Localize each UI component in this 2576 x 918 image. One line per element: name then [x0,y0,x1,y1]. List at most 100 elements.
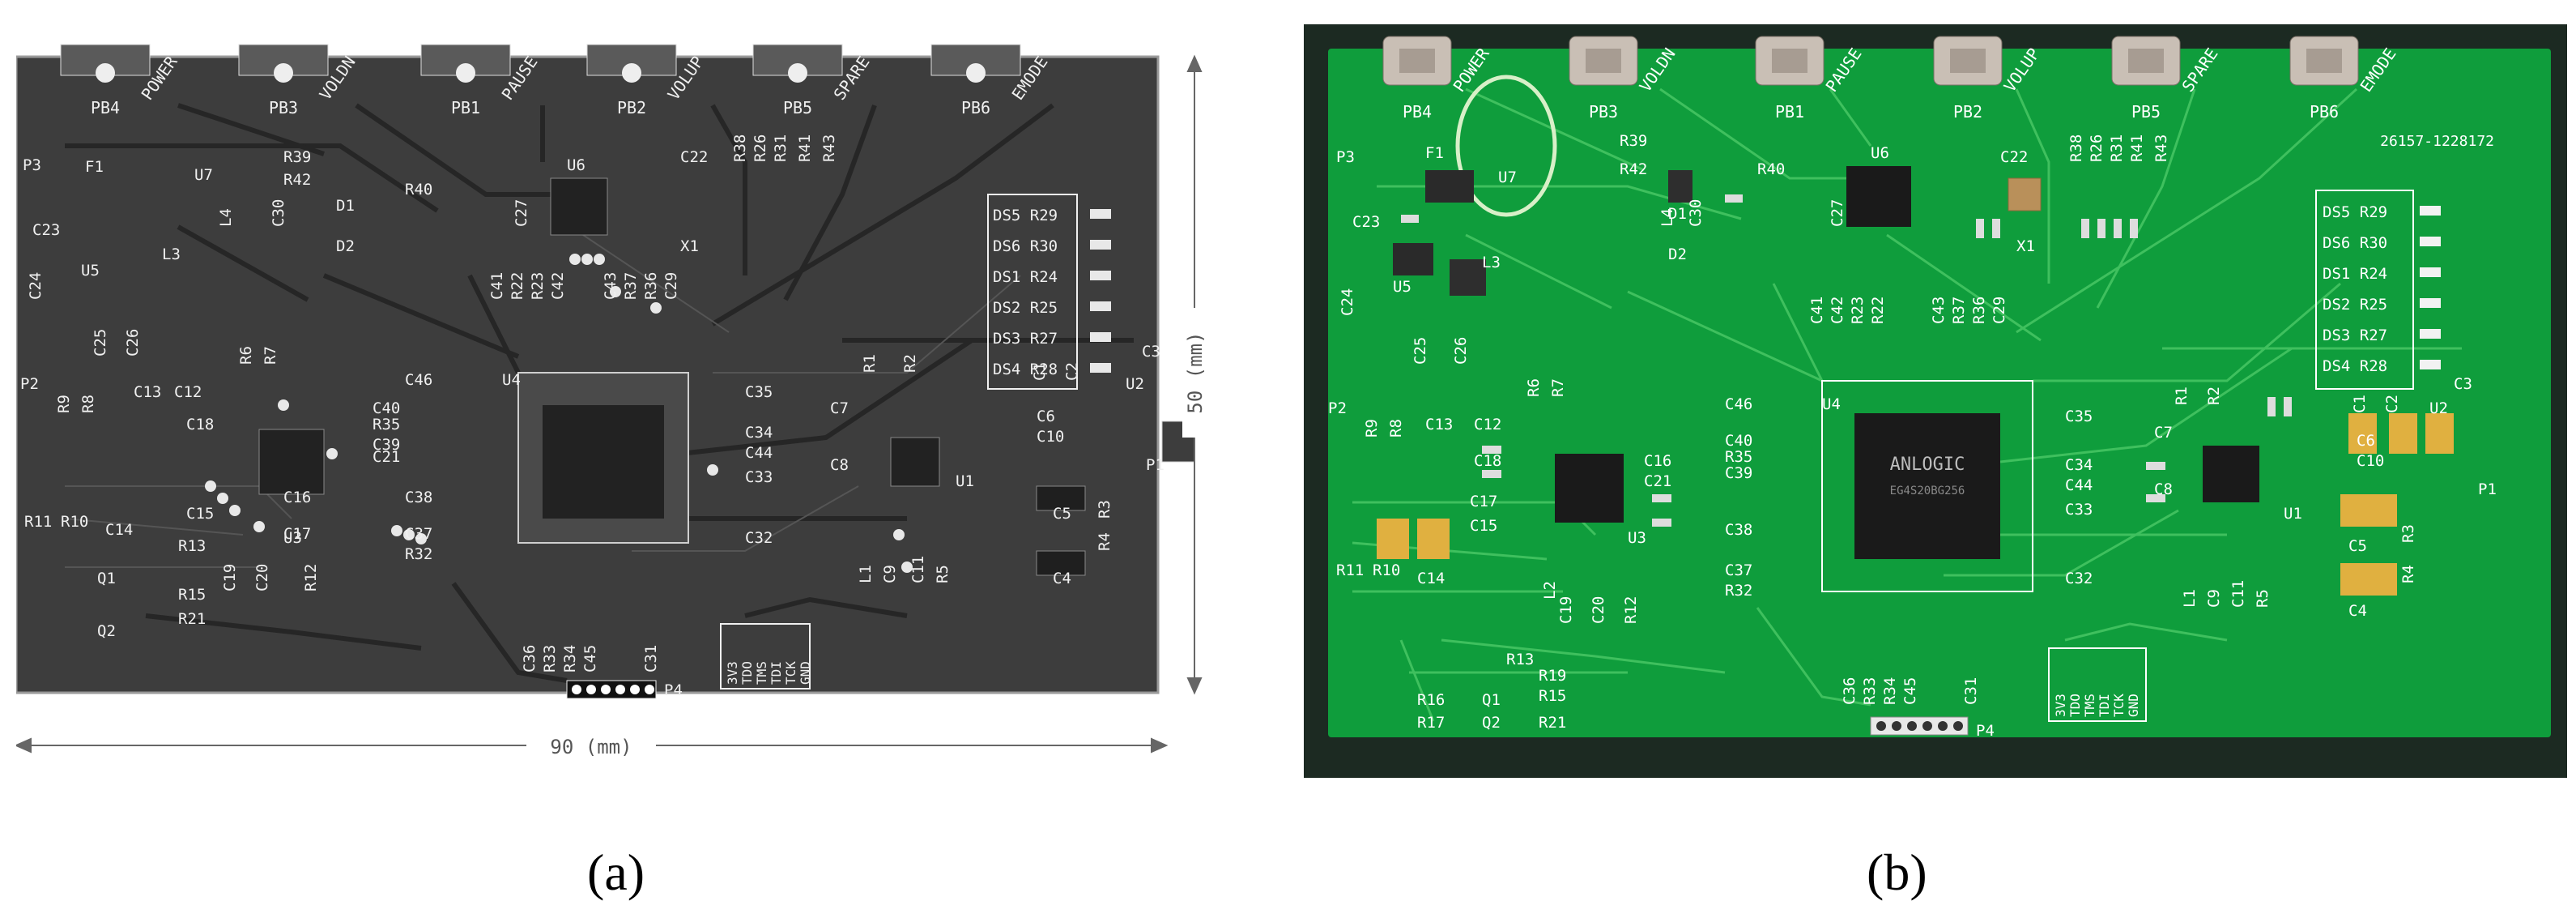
width-dim-bg [526,734,656,758]
refdes-label: C31 [642,645,660,672]
refdes-label: R13 [1506,651,1534,668]
refdes-label: C17 [283,525,311,543]
render-u3-chip [258,429,325,495]
refdes-label: R11 [1336,561,1364,579]
refdes-label: C34 [745,424,773,442]
refdes-label: C43 [1930,297,1948,324]
refdes-label: R5 [934,565,952,583]
led-label: DS1 R24 [993,268,1058,286]
refdes-label: C38 [1725,521,1752,539]
refdes-label: C23 [32,221,60,239]
refdes-label: R40 [1757,160,1785,178]
refdes-label: R9 [1363,419,1381,438]
refdes-label: C7 [830,399,849,417]
refdes-label: C29 [1991,297,2008,324]
refdes-label: C23 [1352,213,1380,231]
refdes-label: C39 [1725,464,1752,482]
refdes-label: C12 [1474,416,1501,433]
refdes-label: R38 [2067,134,2085,162]
refdes-label: U4 [502,371,521,389]
refdes-label: L4 [1658,208,1676,227]
led-pad [1090,209,1111,219]
photo-tantalum-caps [1377,413,2454,596]
refdes-label: C13 [1425,416,1453,433]
refdes-label: C35 [2065,408,2093,425]
fpga-part: EG4S20BG256 [1890,485,1965,497]
refdes-label: C33 [745,468,773,486]
refdes-label: R33 [541,645,559,672]
pcb-board-green [1328,49,2551,737]
refdes-label: C1 [2351,395,2369,413]
refdes-label: C45 [581,645,599,672]
photo-button-cap [2306,49,2342,73]
refdes-label: P3 [1336,148,1355,166]
refdes-label: R26 [2088,134,2106,162]
refdes-label: R17 [1417,714,1445,732]
led-pad [2420,298,2441,308]
refdes-label: P4 [664,681,683,699]
refdes-label: R26 [752,134,769,162]
jtag-pin-label: TDI [2097,694,2112,717]
refdes-label: R4 [1096,532,1113,551]
refdes-label: C16 [1644,452,1671,470]
render-fpga-die [543,405,664,519]
rework-wire [1455,75,1557,217]
refdes-label: R6 [1525,378,1543,397]
led-pad [1090,271,1111,280]
refdes-label: C38 [405,489,432,506]
jtag-pin-label: GND [798,661,813,685]
refdes-label: R42 [283,171,311,189]
refdes-label: R33 [1861,677,1879,705]
refdes-label: R6 [237,346,255,365]
refdes-label: C9 [2205,589,2223,608]
photo-button-ref: PB2 [1953,102,1982,122]
jtag-pin-label: 3V3 [725,661,740,685]
refdes-label: R2 [901,354,919,373]
render-u6-chip [550,177,608,236]
photo-traces [1352,88,2462,722]
refdes-label: U4 [1822,395,1841,413]
led-label: DS3 R27 [993,330,1058,348]
refdes-label: R23 [529,272,547,300]
led-label: DS5 R29 [2323,203,2387,221]
photo-smd-parts [1401,194,2292,527]
jtag-pin-label: TMS [2082,694,2097,717]
refdes-label: C16 [283,489,311,506]
photo-button-ref: PB3 [1589,102,1618,122]
refdes-label: C32 [745,529,773,547]
render-jtag-box [720,623,811,690]
refdes-label: R12 [302,564,320,591]
refdes-label: R31 [2108,134,2126,162]
refdes-label: C5 [2348,537,2367,555]
refdes-label: U7 [1498,169,1517,186]
led-label: DS4 R28 [993,361,1058,378]
photo-l3-inductor [1450,259,1486,296]
refdes-label: C18 [1474,452,1501,470]
refdes-label: R36 [642,272,660,300]
refdes-label: C44 [745,444,773,462]
board-serial: 26157-1228172 [2380,133,2494,150]
refdes-label: D1 [1668,205,1687,223]
render-button-ref: PB4 [91,98,120,117]
refdes-label: C41 [1808,297,1826,324]
render-button-pad [274,63,293,83]
refdes-label: R22 [509,272,526,300]
refdes-label: R31 [772,134,790,162]
refdes-label: D1 [336,197,355,215]
render-button-ref: PB6 [961,98,990,117]
fpga-brand: ANLOGIC [1890,455,1965,475]
refdes-label: C24 [1339,288,1356,316]
refdes-label: C37 [405,525,432,543]
led-pad [2420,206,2441,216]
led-label: DS3 R27 [2323,327,2387,344]
refdes-label: R21 [1539,714,1566,732]
refdes-label: R22 [1869,297,1887,324]
refdes-label: U2 [1126,375,1144,393]
photo-button-ref: PB1 [1775,102,1804,122]
led-label: DS2 R25 [993,299,1058,317]
refdes-label: C19 [221,564,239,591]
refdes-label: R21 [178,610,206,628]
